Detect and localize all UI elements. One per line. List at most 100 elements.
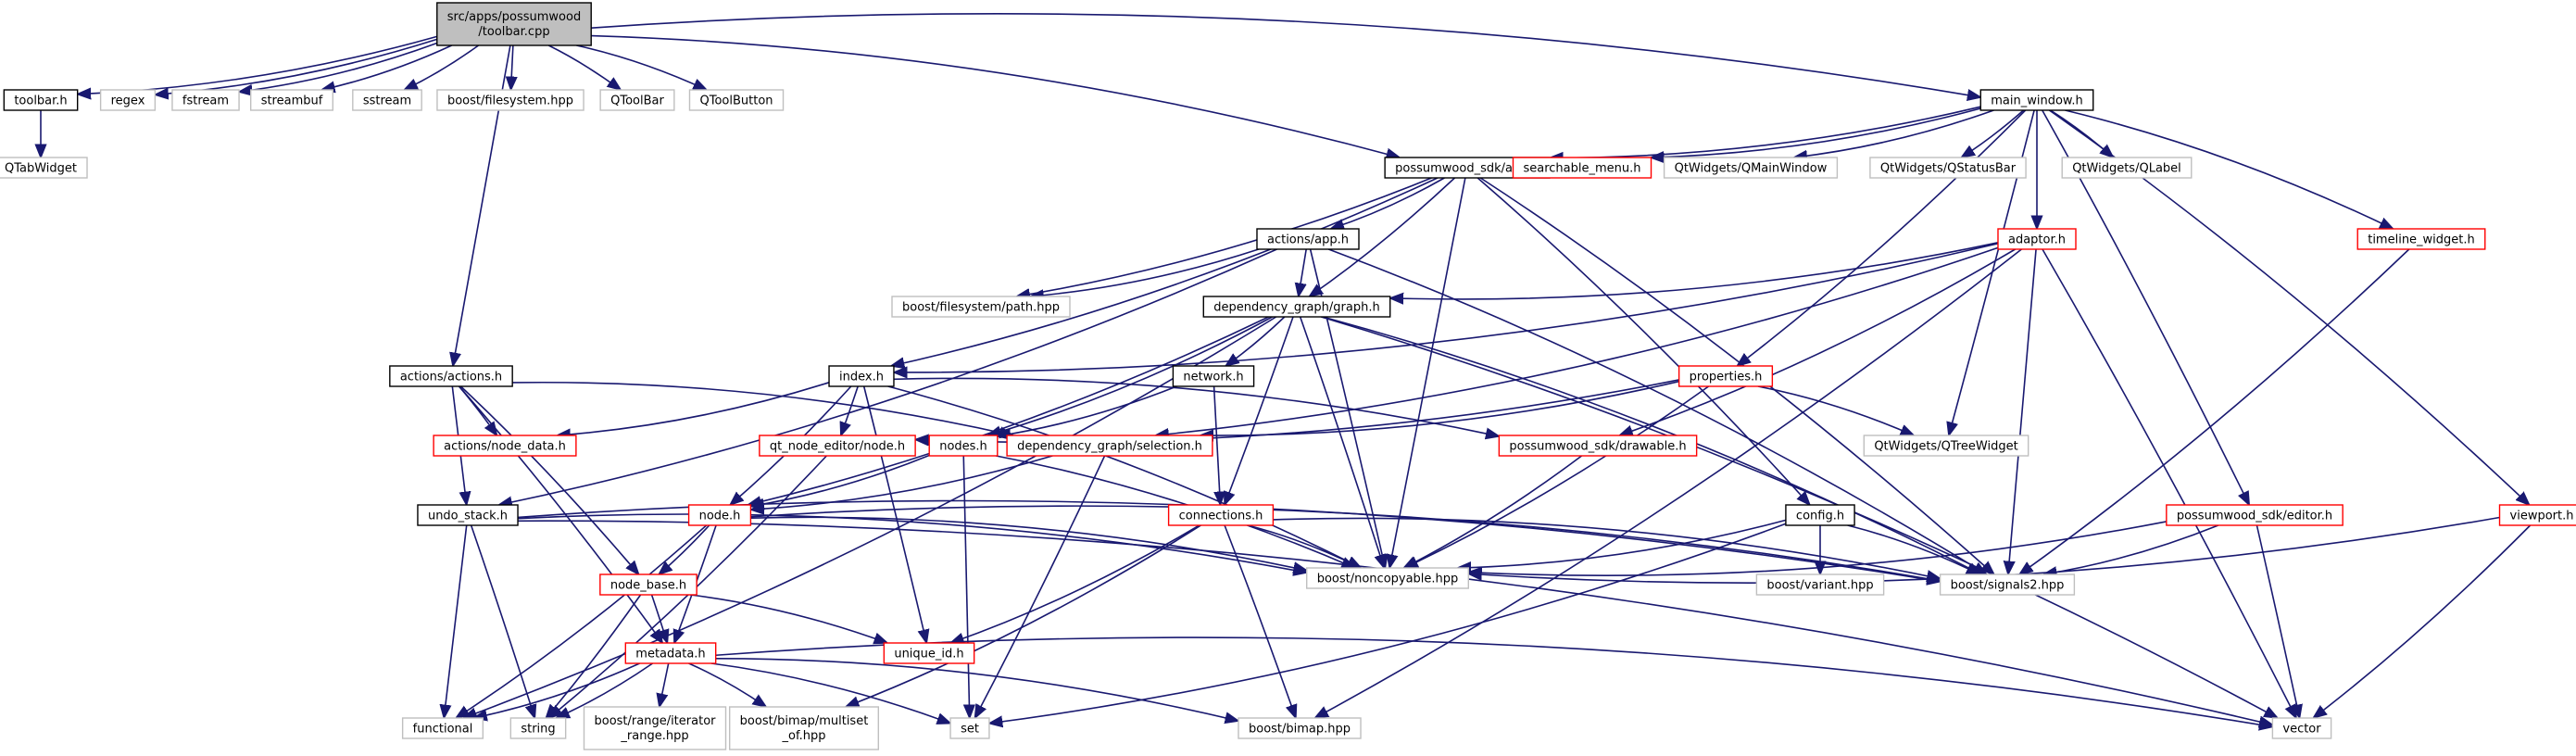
node-network[interactable]: network.h	[1172, 365, 1255, 387]
node-fstream: fstream	[171, 89, 240, 111]
node-box	[1785, 504, 1855, 526]
node-label: searchable_menu.h	[1523, 162, 1640, 176]
node-metadata[interactable]: metadata.h	[624, 642, 717, 664]
node-box	[1755, 573, 1885, 596]
node-label: node_base.h	[610, 579, 686, 593]
node-toolbar-cpp[interactable]: src/apps/possumwood/toolbar.cpp	[436, 2, 592, 46]
node-toolbar-h[interactable]: toolbar.h	[3, 89, 79, 111]
node-label: connections.h	[1179, 510, 1263, 523]
node-box	[0, 157, 88, 179]
node-dg-graph[interactable]: dependency_graph/graph.h	[1202, 296, 1391, 318]
node-config[interactable]: config.h	[1785, 504, 1855, 526]
node-undo-stack[interactable]: undo_stack.h	[417, 504, 519, 526]
node-actions-actions[interactable]: actions/actions.h	[389, 365, 513, 387]
edge-adaptor-to-drawable	[1619, 248, 2017, 435]
node-box	[417, 504, 519, 526]
edge-actions-app-to-boost-fs-path	[1030, 248, 1260, 296]
node-label: QtWidgets/QLabel	[2072, 162, 2181, 176]
node-streambuf: streambuf	[249, 89, 334, 111]
node-label: node.h	[699, 510, 741, 523]
node-searchable-menu[interactable]: searchable_menu.h	[1512, 157, 1652, 179]
node-node-base[interactable]: node_base.h	[599, 573, 697, 596]
node-regex: regex	[99, 89, 157, 111]
edge-node-to-node-base	[659, 524, 710, 574]
node-box	[1306, 567, 1469, 589]
edge-node-to-functional	[456, 524, 708, 718]
node-drawable[interactable]: possumwood_sdk/drawable.h	[1498, 435, 1698, 457]
node-label: qt_node_editor/node.h	[770, 440, 905, 454]
node-label: boost/bimap.hpp	[1249, 723, 1351, 737]
node-signals2: boost/signals2.hpp	[1939, 573, 2076, 596]
edge-node-base-to-metadata	[650, 594, 668, 643]
node-box	[1006, 435, 1213, 457]
edge-actions-actions-to-metadata	[459, 385, 663, 643]
node-dg-selection[interactable]: dependency_graph/selection.h	[1006, 435, 1213, 457]
node-timeline-widget[interactable]: timeline_widget.h	[2356, 228, 2486, 250]
edge-main-window-to-searchable-menu	[1651, 107, 1981, 158]
edge-index-to-noncopyable	[887, 385, 1362, 568]
node-label: timeline_widget.h	[2368, 233, 2475, 247]
node-box	[928, 435, 999, 457]
node-label: streambuf	[261, 94, 323, 108]
node-nodes[interactable]: nodes.h	[928, 435, 999, 457]
node-boost-fs-path: boost/filesystem/path.hpp	[891, 296, 1071, 318]
node-label: QToolBar	[610, 94, 664, 108]
edge-adaptor-to-vector	[2042, 248, 2296, 718]
node-set: set	[949, 717, 990, 739]
node-adaptor[interactable]: adaptor.h	[1997, 228, 2077, 250]
edge-node-to-noncopyable	[750, 516, 1306, 570]
node-label: viewport.h	[2510, 510, 2574, 523]
edge-drawable-to-noncopyable	[1403, 455, 1583, 568]
node-main-window[interactable]: main_window.h	[1979, 89, 2094, 111]
node-box	[509, 717, 567, 739]
edge-adaptor-to-dg-graph	[1390, 242, 1999, 299]
edge-dg-graph-to-network	[1225, 316, 1286, 366]
node-label: _of.hpp	[782, 729, 826, 743]
edge-node-base-to-unique-id	[689, 594, 887, 643]
node-qtoolbutton: QToolButton	[688, 89, 785, 111]
node-node[interactable]: node.h	[687, 504, 752, 526]
node-actions-app[interactable]: actions/app.h	[1256, 228, 1360, 250]
node-sdk-editor[interactable]: possumwood_sdk/editor.h	[2166, 504, 2344, 526]
node-label: possumwood_sdk/app.h	[1395, 162, 1539, 176]
node-box	[624, 642, 717, 664]
node-sstream: sstream	[352, 89, 422, 111]
node-index[interactable]: index.h	[828, 365, 895, 387]
edge-actions-actions-to-dg-selection	[512, 381, 1013, 435]
node-label: string	[521, 723, 555, 737]
node-label: properties.h	[1690, 371, 1763, 384]
node-label: boost/noncopyable.hpp	[1317, 573, 1459, 586]
node-unique-id[interactable]: unique_id.h	[883, 642, 975, 664]
node-label: boost/range/iterator	[594, 714, 716, 728]
node-viewport[interactable]: viewport.h	[2498, 504, 2576, 526]
node-actions-node-data[interactable]: actions/node_data.h	[433, 435, 577, 457]
node-box	[1498, 435, 1698, 457]
edge-nodes-to-noncopyable	[996, 455, 1355, 568]
edge-dg-graph-to-node	[748, 316, 1269, 505]
node-label: boost/bimap/multiset	[740, 714, 869, 728]
node-box	[759, 435, 916, 457]
edge-index-to-actions-node-data	[557, 382, 830, 435]
edge-undo-stack-to-functional	[444, 524, 468, 718]
edge-toolbar-cpp-to-sstream	[404, 44, 480, 90]
edge-metadata-to-string	[556, 662, 654, 718]
edge-dg-selection-to-node	[750, 455, 1053, 510]
node-properties[interactable]: properties.h	[1678, 365, 1774, 387]
edge-toolbar-cpp-to-qtoolbar	[547, 44, 621, 90]
edge-timeline-widget-to-signals2	[2019, 248, 2410, 574]
node-box	[1256, 228, 1360, 250]
node-box	[599, 89, 675, 111]
edge-adaptor-to-dg-selection	[1155, 246, 1999, 435]
node-connections[interactable]: connections.h	[1167, 504, 1275, 526]
node-label: actions/node_data.h	[444, 440, 566, 454]
edge-sdk-editor-to-signals2	[2043, 524, 2219, 574]
edge-connections-to-noncopyable	[1247, 524, 1361, 568]
edge-metadata-to-range-iterator	[660, 662, 670, 707]
edge-dg-graph-to-noncopyable	[1299, 316, 1385, 568]
node-qlabel: QtWidgets/QLabel	[2061, 157, 2193, 179]
edge-main-window-to-timeline-widget	[2065, 109, 2393, 229]
node-qt-node-editor-node[interactable]: qt_node_editor/node.h	[759, 435, 916, 457]
edge-connections-to-bimap-multiset	[846, 524, 1201, 707]
node-box	[2498, 504, 2576, 526]
